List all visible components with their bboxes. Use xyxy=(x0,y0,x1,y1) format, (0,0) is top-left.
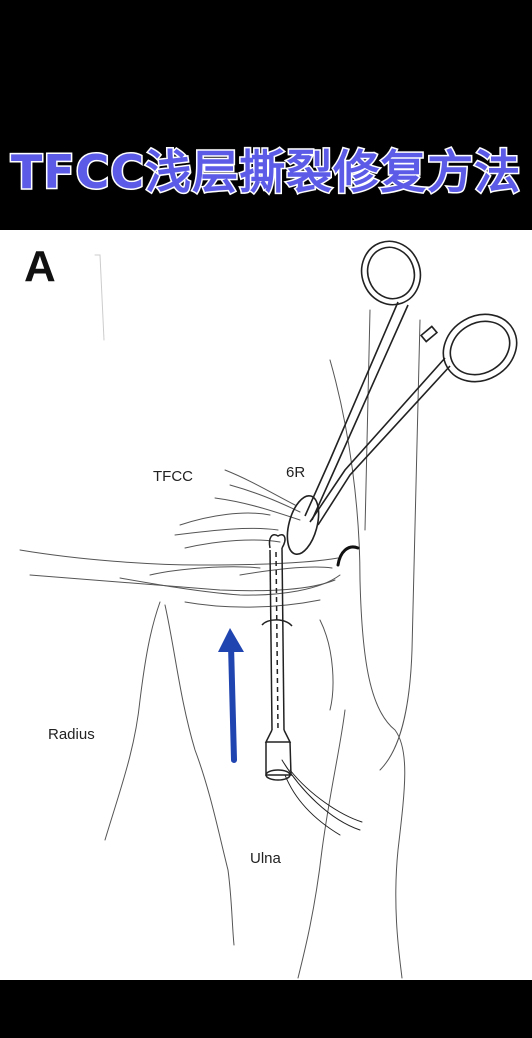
top-black-bar xyxy=(0,0,532,230)
anatomy-illustration xyxy=(19,240,518,979)
joint-line-right xyxy=(319,619,334,711)
radius-outline xyxy=(104,601,161,841)
label-ulna: Ulna xyxy=(250,850,281,867)
label-radius: Radius xyxy=(48,726,95,743)
tfcc-band xyxy=(119,574,341,596)
tfcc-band xyxy=(179,512,271,526)
tfcc-band xyxy=(29,574,336,592)
tfcc-band xyxy=(229,484,301,513)
tfcc-band xyxy=(224,469,296,506)
bottom-black-bar xyxy=(0,980,532,1038)
tfcc-band xyxy=(174,527,279,536)
panel-letter: A xyxy=(24,242,56,291)
suture-line xyxy=(281,759,361,831)
tfcc-band xyxy=(239,566,333,576)
figure-border-line xyxy=(94,254,105,341)
ulna-outline-outer xyxy=(329,359,406,979)
carpal-line-right xyxy=(379,319,421,771)
tfcc-band xyxy=(184,539,281,549)
hemostat-forceps-icon xyxy=(286,240,518,556)
label-6r: 6R xyxy=(286,464,306,481)
suture-line xyxy=(284,774,341,836)
radius-outline-inner xyxy=(164,604,235,946)
page-title: TFCC浅层撕裂修复方法 xyxy=(9,144,522,201)
up-arrow-icon xyxy=(218,628,244,763)
tfcc-hook xyxy=(336,545,360,567)
needle-cannula-icon xyxy=(261,534,293,781)
joint-line xyxy=(184,599,321,608)
label-tfcc: TFCC xyxy=(153,468,193,485)
anatomy-figure: A TFCC 6R Radius Ulna xyxy=(0,230,532,980)
carpal-line xyxy=(364,309,371,531)
tfcc-band xyxy=(149,566,261,576)
ulna-outline-inner xyxy=(297,709,346,979)
suture-line xyxy=(289,769,363,823)
tfcc-band xyxy=(19,549,339,566)
